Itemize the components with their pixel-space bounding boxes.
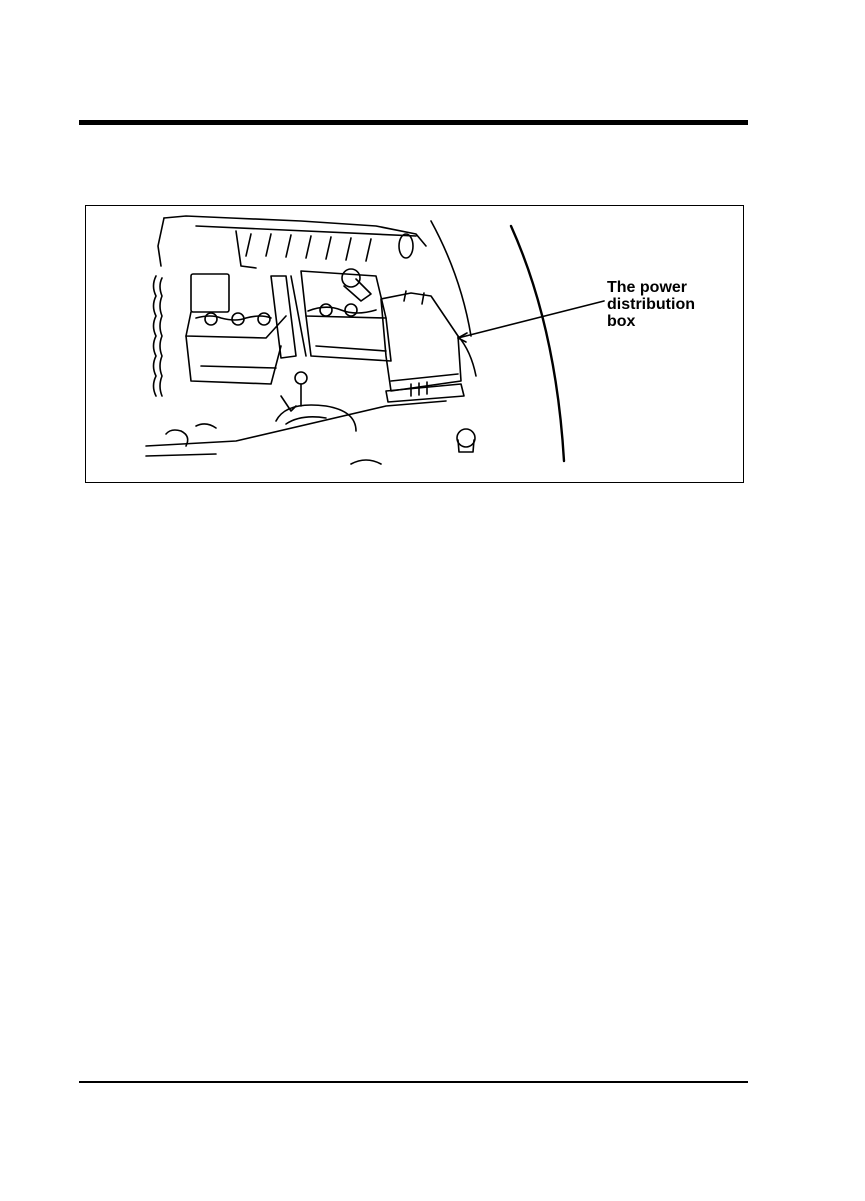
callout-line-2: distribution xyxy=(607,296,695,313)
bottom-rule xyxy=(79,1081,748,1083)
figure-frame: The power distribution box xyxy=(85,205,744,483)
top-rule xyxy=(79,120,748,125)
callout-label: The power distribution box xyxy=(607,279,695,330)
callout-line-1: The power xyxy=(607,279,695,296)
engine-compartment-illustration xyxy=(86,206,742,481)
callout-line-3: box xyxy=(607,313,695,330)
